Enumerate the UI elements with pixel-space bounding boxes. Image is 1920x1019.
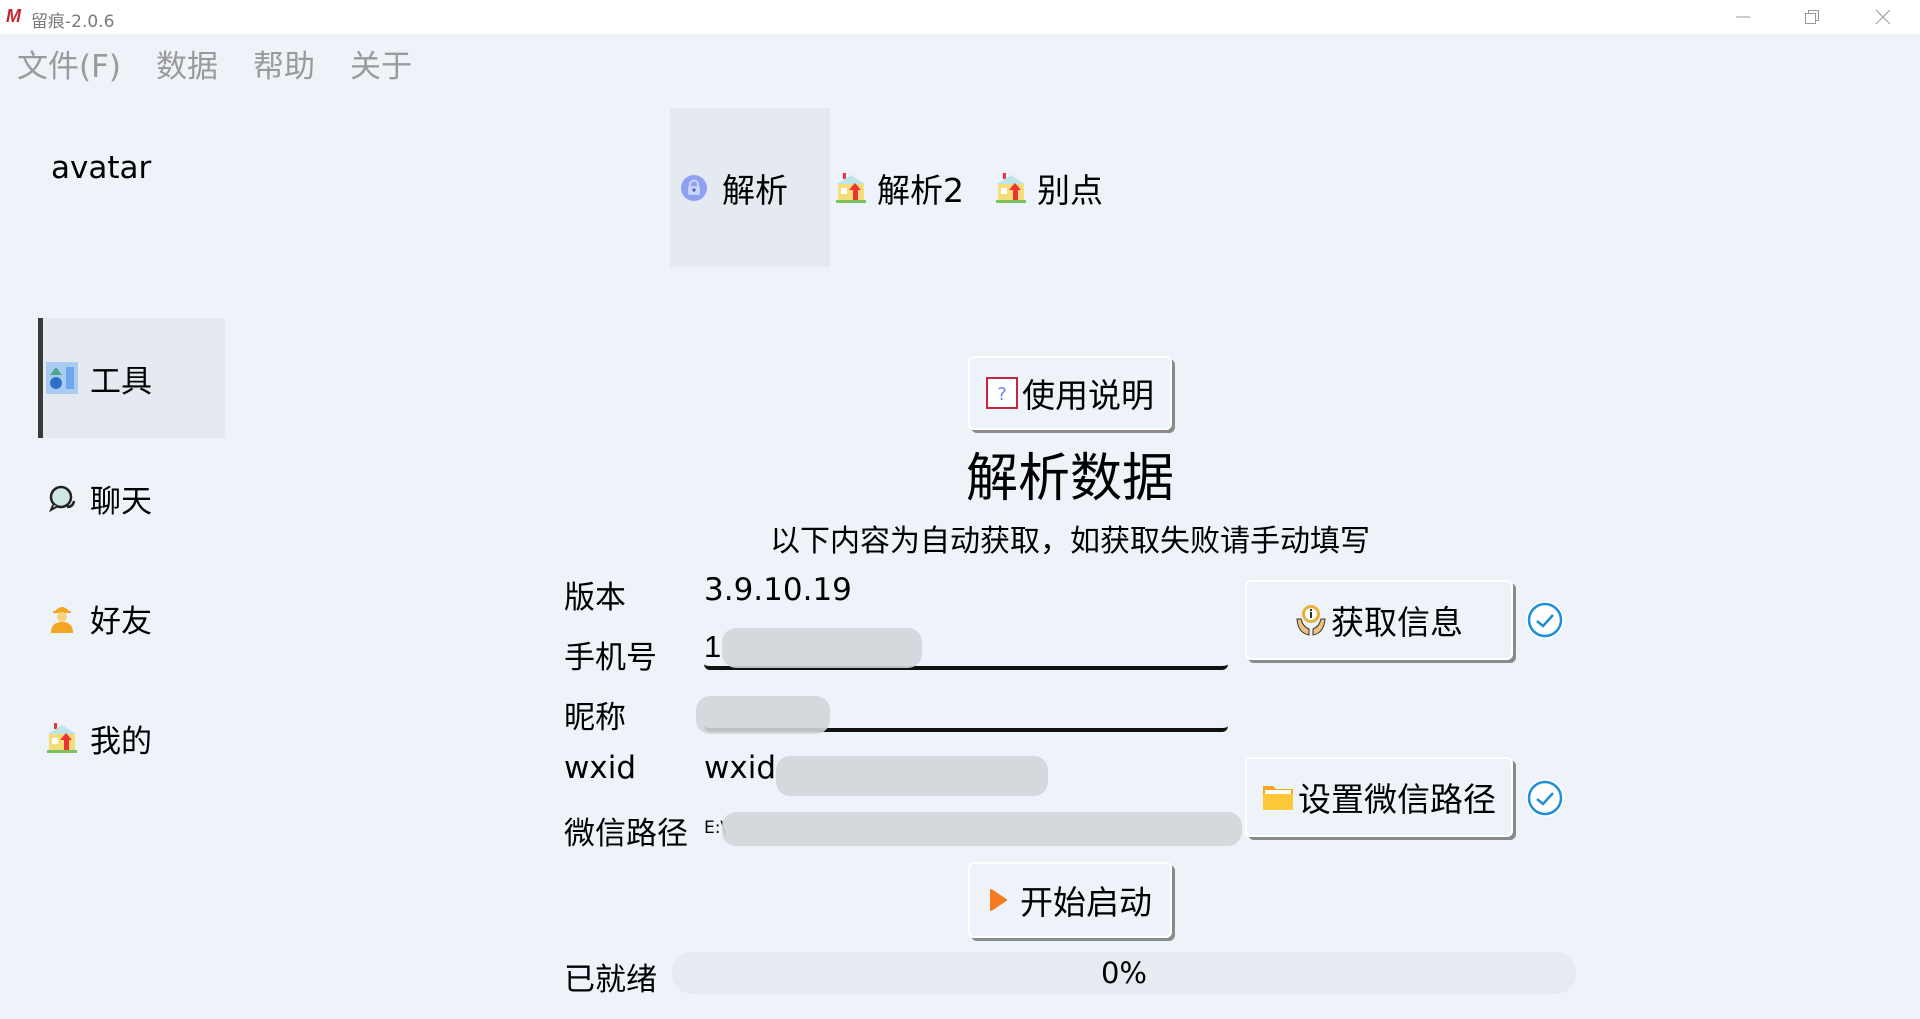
progress-bar: 0% <box>672 952 1576 994</box>
status-label: 已就绪 <box>564 962 657 998</box>
nickname-label: 昵称 <box>564 700 626 736</box>
title-bar <box>0 0 1920 34</box>
sidebar-item-label: 我的 <box>90 723 152 760</box>
tab-dont-click[interactable]: 别点 <box>995 108 1103 267</box>
page-title: 解析数据 <box>965 449 1174 509</box>
menu-about[interactable]: 关于 <box>350 48 413 85</box>
person-icon <box>46 602 78 634</box>
wechat-path-value: E:\ <box>704 818 727 838</box>
wechat-path-check-icon <box>1526 779 1564 817</box>
set-wechat-path-button-label: 设置微信路径 <box>1298 780 1496 819</box>
close-button[interactable] <box>1848 0 1918 34</box>
set-wechat-path-button[interactable]: 设置微信路径 <box>1245 757 1513 837</box>
question-icon: ? <box>986 377 1018 409</box>
tab-label: 别点 <box>1037 170 1103 210</box>
tab-parse[interactable]: 解析 <box>670 108 830 267</box>
sidebar-item-label: 好友 <box>90 603 152 640</box>
get-info-button-label: 获取信息 <box>1331 603 1463 642</box>
start-button[interactable]: 开始启动 <box>968 862 1172 938</box>
menu-bar: 文件(F) 数据 帮助 关于 <box>0 36 430 90</box>
phone-label: 手机号 <box>564 640 657 676</box>
minimize-icon <box>1736 16 1750 18</box>
tools-icon <box>46 362 78 394</box>
sidebar-item-friends[interactable]: 好友 <box>38 558 220 678</box>
sidebar-item-label: 工具 <box>90 363 152 400</box>
wechat-path-label: 微信路径 <box>564 816 688 852</box>
sidebar-item-chat[interactable]: 聊天 <box>38 438 220 558</box>
redacted-phone <box>722 628 922 668</box>
lock-circle-icon <box>678 172 710 204</box>
version-label: 版本 <box>564 580 626 616</box>
help-button[interactable]: ? 使用说明 <box>968 356 1172 430</box>
redacted-path <box>722 812 1242 846</box>
folder-icon <box>1262 783 1294 811</box>
menu-data[interactable]: 数据 <box>156 48 219 85</box>
tab-label: 解析2 <box>877 170 964 210</box>
house-icon <box>46 722 78 754</box>
start-button-label: 开始启动 <box>1020 883 1152 922</box>
tab-parse2[interactable]: 解析2 <box>835 108 964 267</box>
play-icon <box>988 888 1008 912</box>
house-icon <box>995 172 1027 204</box>
wxid-label: wxid <box>564 750 636 786</box>
window-title: 留痕-2.0.6 <box>31 12 115 32</box>
svg-text:?: ? <box>997 384 1007 405</box>
tab-label: 解析 <box>722 170 788 210</box>
get-info-check-icon <box>1526 601 1564 639</box>
avatar[interactable]: avatar <box>51 150 152 186</box>
sidebar-item-label: 聊天 <box>90 483 152 520</box>
menu-file[interactable]: 文件(F) <box>17 48 122 85</box>
close-icon <box>1875 9 1891 25</box>
redacted-wxid <box>776 756 1048 796</box>
version-value: 3.9.10.19 <box>704 572 852 608</box>
minimize-button[interactable] <box>1708 0 1778 34</box>
menu-help[interactable]: 帮助 <box>253 48 316 85</box>
sidebar-item-mine[interactable]: 我的 <box>38 678 220 798</box>
restore-button[interactable] <box>1777 0 1847 34</box>
restore-icon <box>1805 10 1819 24</box>
get-info-button[interactable]: 获取信息 <box>1245 580 1513 660</box>
redacted-nickname <box>696 696 830 734</box>
progress-percent: 0% <box>1100 956 1147 990</box>
wxid-value: wxid <box>704 750 776 786</box>
chat-bubbles-icon <box>46 482 78 514</box>
info-hands-icon <box>1295 603 1327 637</box>
help-button-label: 使用说明 <box>1022 376 1154 415</box>
app-logo-icon: M <box>6 6 21 26</box>
page-subtitle: 以下内容为自动获取，如获取失败请手动填写 <box>770 524 1370 559</box>
sidebar-item-tools[interactable]: 工具 <box>38 318 225 438</box>
house-icon <box>835 172 867 204</box>
